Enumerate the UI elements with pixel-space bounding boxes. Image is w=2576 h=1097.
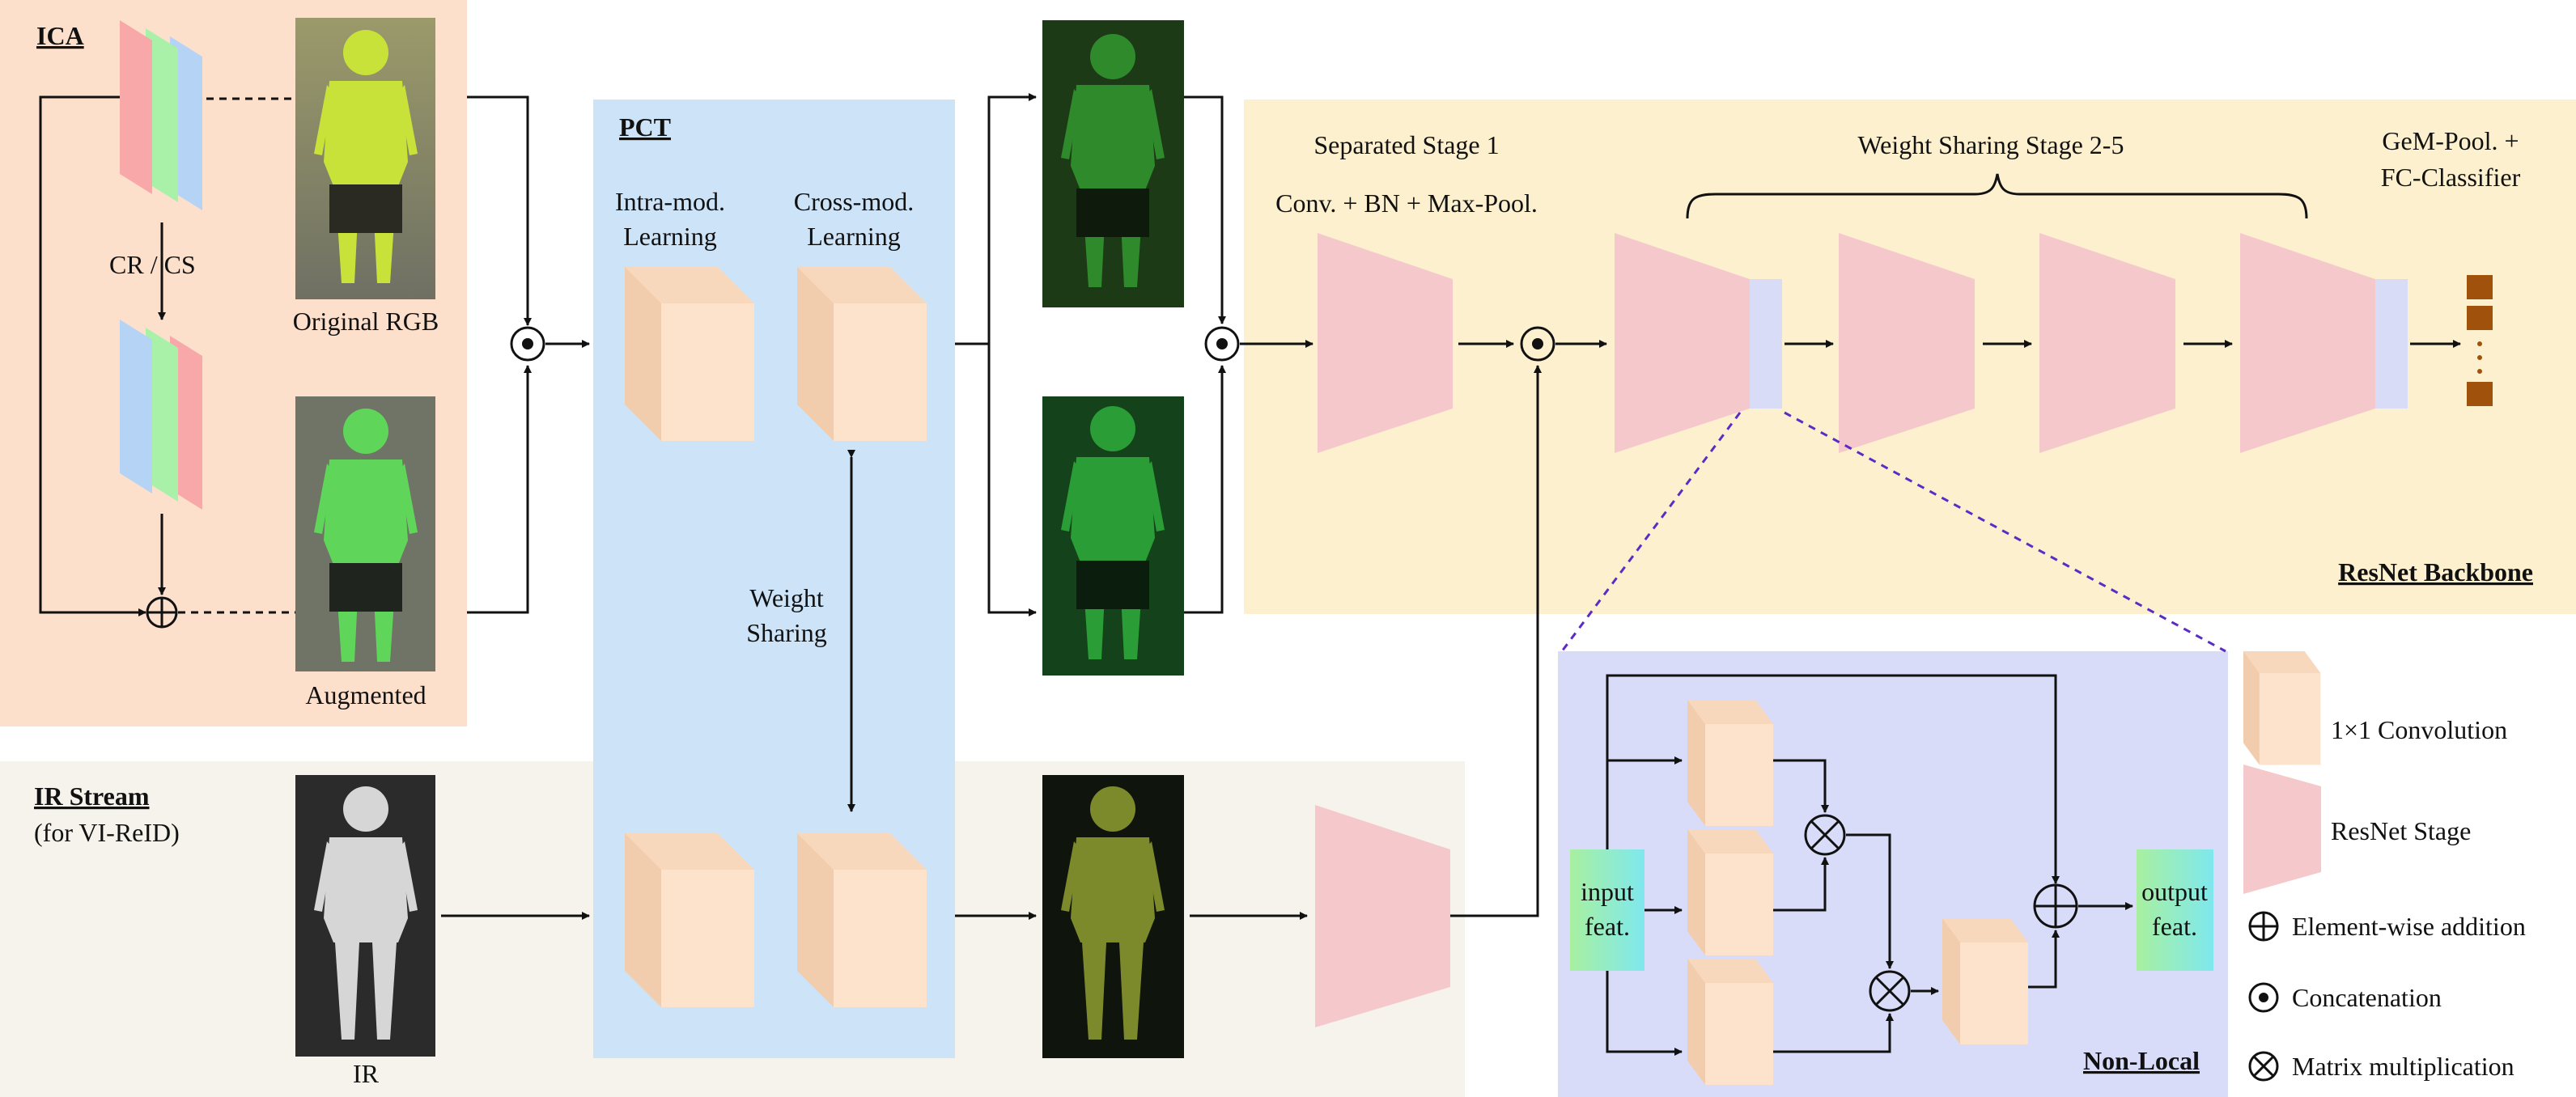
nl-g-to-matmul2 (1773, 1013, 1894, 1053)
matrix-multiply-icon-1 (1804, 814, 1846, 856)
legend: 1×1 Convolution ResNet Stage Element-wis… (2243, 651, 2526, 1082)
legend-matmul-icon (2248, 1051, 2279, 1082)
nonlocal-panel (1558, 651, 2228, 1097)
legend-stage-label: ResNet Stage (2331, 816, 2471, 845)
cross-mod-conv-block-rgb (797, 267, 927, 441)
legend-add-label: Element-wise addition (2292, 912, 2526, 941)
arrow-top-image-to-concat (1184, 95, 1226, 324)
input-feature (1570, 849, 1644, 971)
weight-sharing-label-1: Weight (749, 583, 824, 612)
concatenation-icon-3 (1520, 326, 1555, 362)
input-feature-label-2: feat. (1585, 912, 1630, 941)
ir-image (295, 775, 435, 1057)
stage1-label: Separated Stage 1 (1313, 130, 1499, 159)
pct-output-image-bottom (1042, 396, 1184, 676)
cross-mod-label-1: Cross-mod. (794, 187, 914, 216)
legend-add-icon (2248, 911, 2279, 942)
pct-title: PCT (619, 112, 671, 142)
nl-skip-path (1606, 674, 2060, 884)
head-label-1: GeM-Pool. + (2382, 126, 2519, 155)
non-local-block-marker-2 (2375, 279, 2408, 409)
head-label-2: FC-Classifier (2381, 163, 2521, 192)
augmented-label: Augmented (305, 680, 426, 709)
nl-arrow-g (1606, 971, 1683, 1056)
intra-mod-conv-block-rgb (625, 267, 754, 441)
ir-label: IR (353, 1059, 380, 1088)
arrow-augmented-to-concat (467, 365, 532, 614)
shared-stage-4 (2039, 233, 2175, 453)
output-feature-label-2: feat. (2152, 912, 2197, 941)
legend-concat-icon (2248, 982, 2279, 1013)
cross-mod-conv-block-ir (797, 833, 927, 1007)
output-feature-label-1: output (2141, 877, 2208, 906)
arrow-ir-stage-to-concat (1450, 365, 1542, 917)
nonlocal-title: Non-Local (2083, 1046, 2200, 1075)
non-local-block-marker (1750, 279, 1782, 409)
element-wise-add-icon-nl (2033, 883, 2078, 929)
shared-stages-label: Weight Sharing Stage 2-5 (1858, 130, 2124, 159)
nl-conv-out (1942, 918, 2028, 1044)
shared-stage-2 (1615, 233, 1750, 453)
nl-conv-g (1687, 959, 1773, 1085)
zoom-line-right (1784, 411, 2226, 653)
skip-connection (39, 95, 146, 616)
arrow-bottom-image-to-concat (1184, 365, 1226, 614)
concatenation-icon-2 (1204, 326, 1240, 362)
zoom-line-left (1560, 412, 1742, 652)
concatenation-icon (510, 326, 545, 362)
ir-separated-stage-1 (1315, 805, 1450, 1027)
arrow-to-image-top (987, 93, 1037, 344)
input-feature-label-1: input (1581, 877, 1634, 906)
nl-conv-phi (1687, 829, 1773, 955)
legend-conv-icon (2243, 651, 2321, 765)
original-rgb-image (295, 18, 435, 299)
legend-matmul-label: Matrix multiplication (2292, 1052, 2514, 1081)
original-rgb-label: Original RGB (293, 307, 439, 336)
nl-conv-theta (1687, 700, 1773, 826)
stage1-ops-label: Conv. + BN + Max-Pool. (1275, 188, 1538, 218)
nl-theta-to-matmul (1773, 759, 1829, 813)
backbone-title: ResNet Backbone (2338, 557, 2533, 587)
pct-output-ir-image (1042, 775, 1184, 1058)
intra-mod-label-1: Intra-mod. (615, 187, 725, 216)
shared-stages-brace (1686, 173, 2308, 219)
intra-mod-label-2: Learning (623, 222, 717, 251)
legend-concat-label: Concatenation (2292, 983, 2442, 1012)
pct-output-image-top (1042, 20, 1184, 307)
ir-stream-title: IR Stream (34, 781, 150, 811)
augmented-image (295, 396, 435, 671)
nl-conv-to-add (2028, 930, 2060, 989)
cross-mod-label-2: Learning (807, 222, 901, 251)
rgb-channel-stack (120, 20, 202, 210)
matrix-multiply-icon-2 (1869, 970, 1911, 1012)
separated-stage-1 (1318, 233, 1453, 453)
nl-phi-to-matmul (1773, 857, 1829, 912)
legend-conv-label: 1×1 Convolution (2331, 715, 2507, 744)
arrow-to-image-bottom (987, 344, 1037, 616)
cr-cs-label: CR / CS (109, 250, 196, 279)
weight-sharing-label-2: Sharing (746, 618, 827, 647)
classifier-output-vector (2467, 275, 2493, 406)
shared-stage-3 (1839, 233, 1975, 453)
legend-stage-icon (2243, 765, 2321, 894)
nl-matmul1-to-matmul2 (1846, 833, 1894, 969)
ica-title: ICA (36, 21, 84, 50)
intra-mod-conv-block-ir (625, 833, 754, 1007)
arrow-original-to-concat (467, 95, 532, 326)
ir-stream-subtitle: (for VI-ReID) (34, 818, 180, 847)
shared-stage-5 (2240, 233, 2375, 453)
element-wise-add-icon (146, 596, 178, 629)
output-feature (2137, 849, 2213, 971)
bgr-channel-stack (120, 320, 202, 510)
